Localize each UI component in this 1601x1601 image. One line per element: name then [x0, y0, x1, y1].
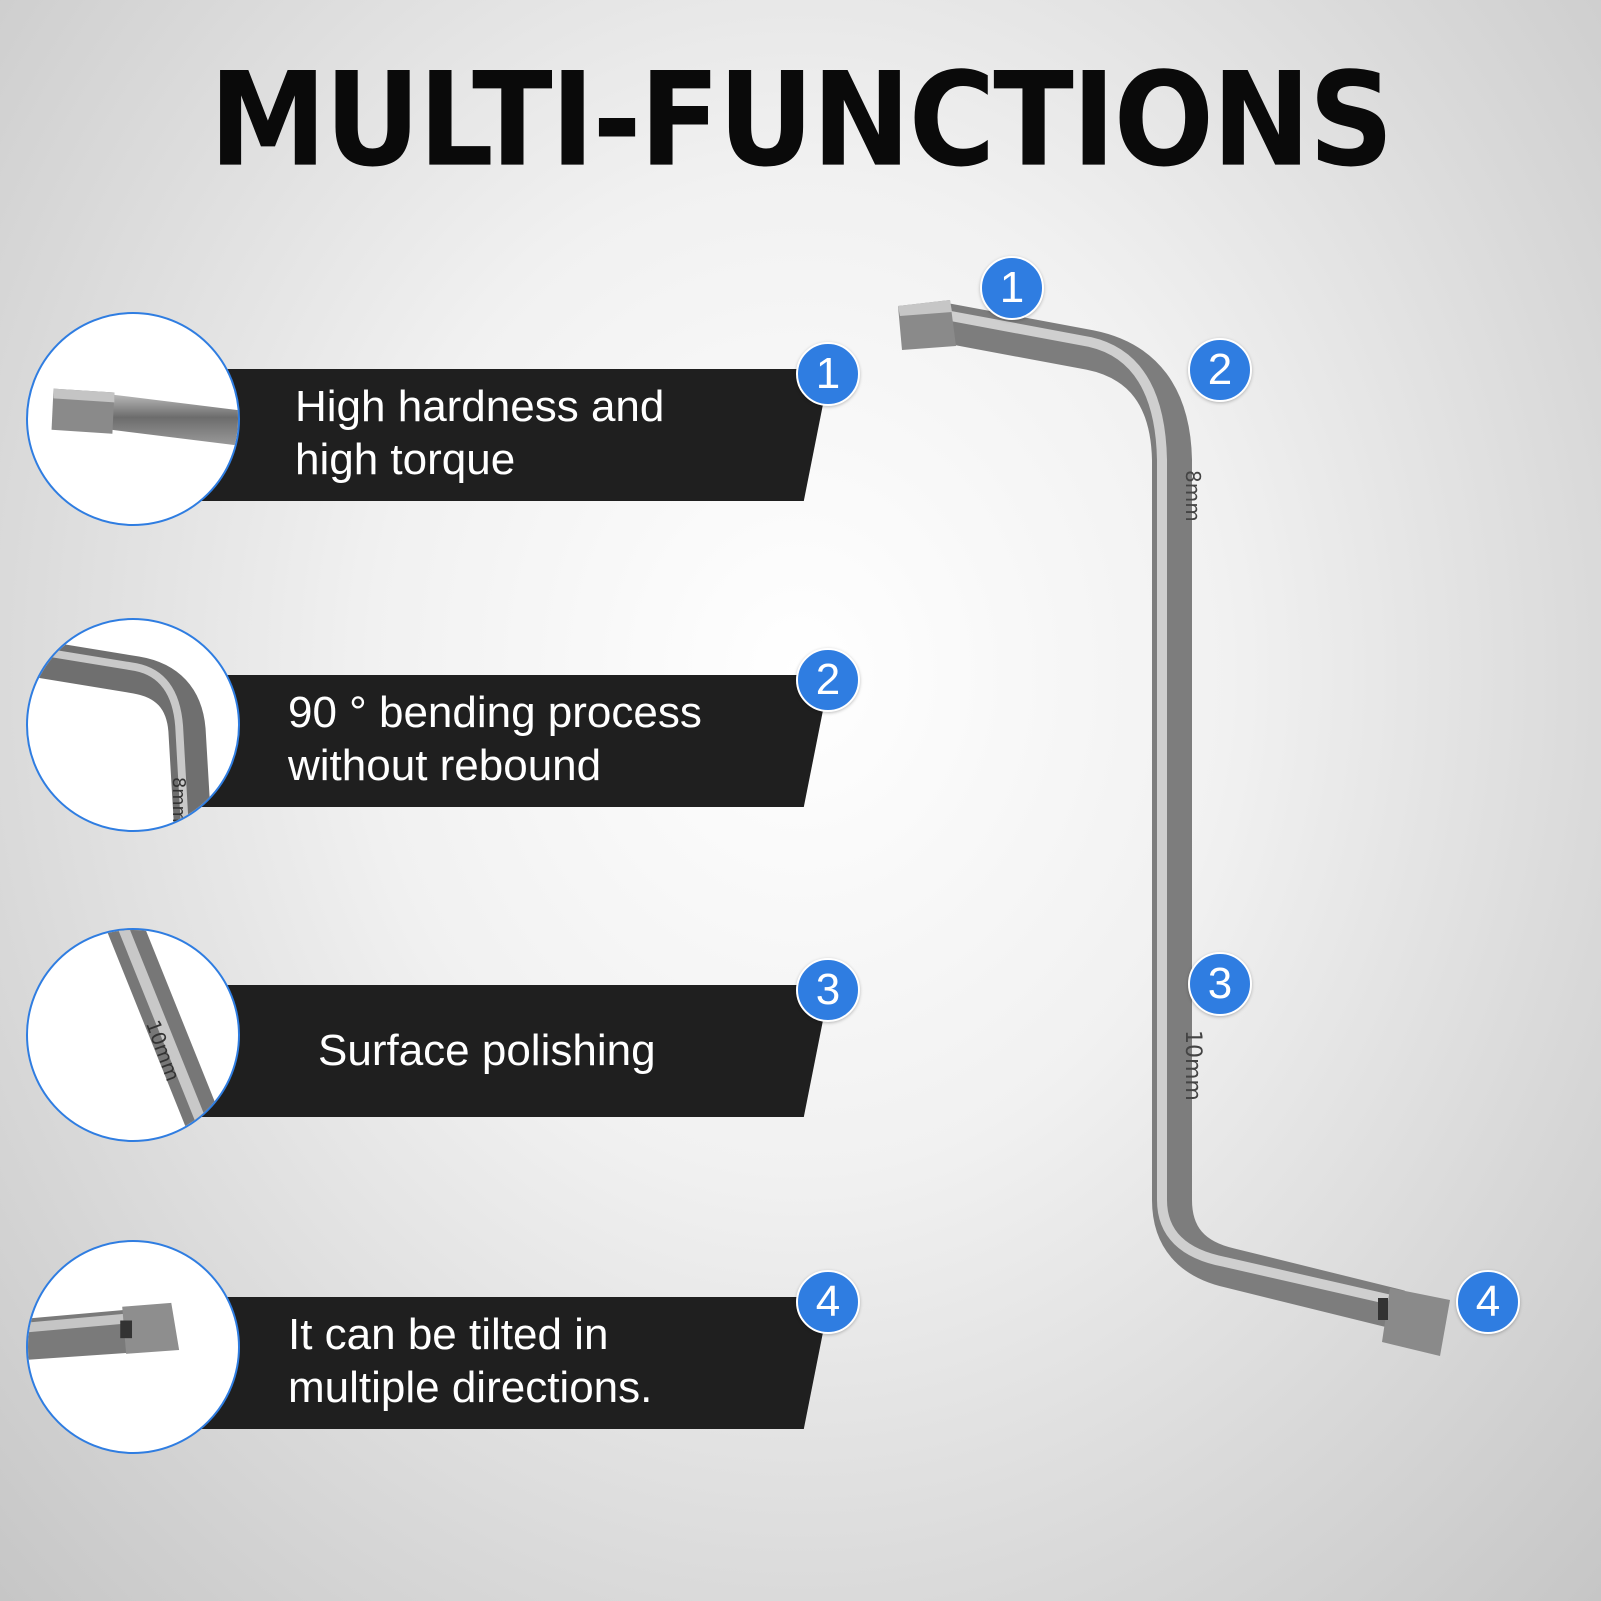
- feature-card-3: Surface polishing 10mm 3: [0, 928, 900, 1158]
- size-mark-8mm: 8mm: [1181, 470, 1205, 522]
- wrench-callout-1: 1: [980, 256, 1044, 320]
- feature-card-4: It can be tilted in multiple directions.…: [0, 1240, 900, 1470]
- wrench-callout-4: 4: [1456, 1270, 1520, 1334]
- feature-number-badge: 2: [796, 648, 860, 712]
- size-mark-8mm: 8mm: [168, 777, 188, 823]
- feature-number-badge: 3: [796, 958, 860, 1022]
- feature-number-badge: 1: [796, 342, 860, 406]
- feature-text: 90 ° bending process without rebound: [288, 688, 702, 790]
- feature-text: Surface polishing: [318, 1026, 656, 1075]
- detail-image-polished-shaft: 10mm: [26, 928, 240, 1142]
- feature-banner: [175, 675, 830, 807]
- feature-number-badge: 4: [796, 1270, 860, 1334]
- feature-text: High hardness and high torque: [295, 382, 665, 484]
- detail-image-hex-tip: [26, 1240, 240, 1454]
- feature-banner: [175, 369, 830, 501]
- feature-card-1: High hardness and high torque 1: [0, 312, 900, 542]
- feature-text: It can be tilted in multiple directions.: [288, 1310, 653, 1412]
- feature-banner: [175, 985, 830, 1117]
- z-wrench-image: 8mm 10mm: [898, 300, 1450, 1356]
- wrench-callout-3: 3: [1188, 952, 1252, 1016]
- detail-image-bend: 8mm: [26, 618, 240, 832]
- detail-image-square-tip: [26, 312, 240, 526]
- wrench-callout-2: 2: [1188, 338, 1252, 402]
- feature-card-2: 90 ° bending process without rebound 8mm…: [0, 618, 900, 848]
- size-mark-10mm: 10mm: [1180, 1030, 1205, 1101]
- page-title: MULTI-FUNCTIONS: [209, 43, 1394, 196]
- feature-banner: [175, 1297, 830, 1429]
